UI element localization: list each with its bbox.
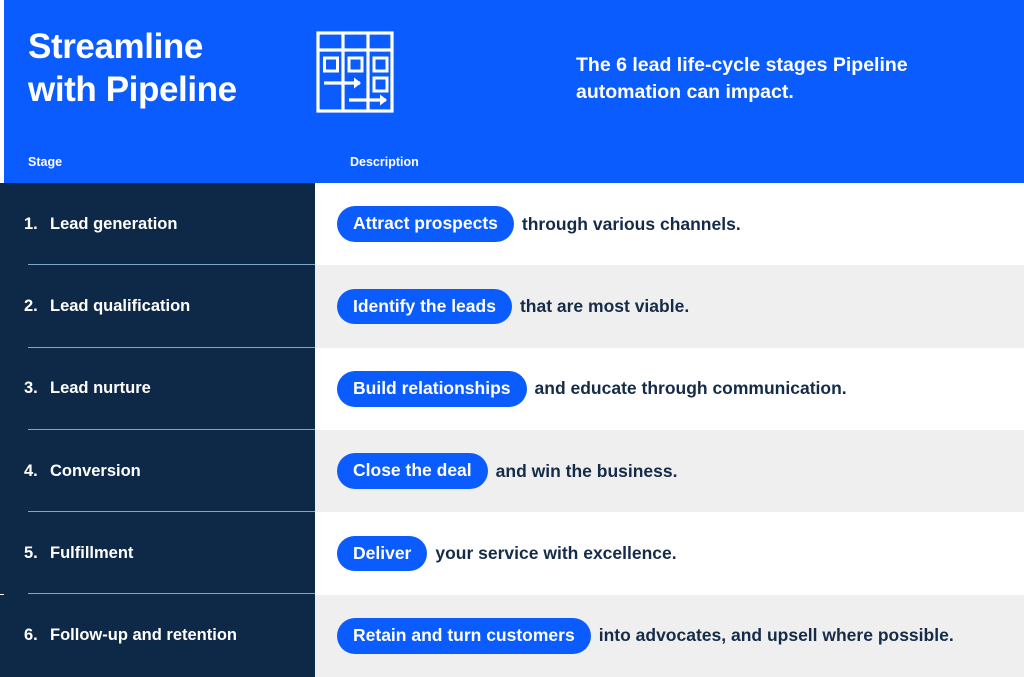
description-text: and win the business. — [495, 460, 678, 481]
stage-number: 5. — [24, 543, 38, 562]
stage-label: Follow-up and retention — [50, 626, 237, 645]
stage-label: Lead qualification — [50, 296, 191, 315]
stage-cell: 4. Conversion — [0, 429, 315, 513]
description-pill: Identify the leads — [337, 288, 512, 325]
description-cell: Deliver your service with excellence. — [315, 512, 1024, 594]
description-cell: Attract prospects through various channe… — [315, 183, 1024, 265]
description-text: and educate through communication. — [534, 378, 847, 399]
stage-number: 4. — [24, 461, 38, 480]
table-row: 2. Lead qualification Identify the leads… — [0, 265, 1024, 348]
stage-cell: 1. Lead generation — [0, 183, 315, 266]
stage-label: Lead generation — [50, 214, 178, 233]
description-text: that are most viable. — [519, 295, 690, 316]
stage-number: 6. — [24, 626, 38, 645]
page-title-line-1: Streamline — [28, 27, 203, 66]
table-row: 6. Follow-up and retention Retain and tu… — [0, 594, 1024, 677]
header-banner: Streamline with Pipeline The 6 lead life… — [4, 0, 1024, 183]
description-pill: Retain and turn customers — [337, 617, 591, 654]
description-cell: Build relationships and educate through … — [315, 348, 1024, 430]
description-pill: Deliver — [337, 535, 428, 572]
stages-table: 1. Lead generation Attract prospects thr… — [0, 183, 1024, 677]
description-pill: Attract prospects — [337, 206, 514, 242]
description-cell: Retain and turn customers into advocates… — [315, 595, 1024, 677]
description-cell: Identify the leads that are most viable. — [315, 265, 1024, 347]
column-header-description: Description — [350, 155, 419, 169]
column-header-stage: Stage — [28, 155, 63, 169]
stage-cell: 3. Lead nurture — [0, 347, 315, 431]
stage-cell: 5. Fulfillment — [0, 512, 315, 595]
stage-label: Lead nurture — [50, 379, 151, 398]
stage-number: 2. — [24, 296, 38, 315]
description-pill: Close the deal — [337, 453, 488, 489]
stage-number: 1. — [24, 214, 38, 233]
description-cell: Close the deal and win the business. — [315, 430, 1024, 512]
table-row: 1. Lead generation Attract prospects thr… — [0, 183, 1024, 266]
stage-cell: 6. Follow-up and retention — [0, 594, 315, 677]
description-text: your service with excellence. — [435, 542, 677, 563]
kanban-board-icon — [315, 30, 395, 114]
header-subtitle: The 6 lead life-cycle stages Pipeline au… — [576, 54, 908, 103]
page-title: Streamline with Pipeline — [28, 26, 298, 111]
stage-label: Conversion — [50, 461, 141, 480]
table-row: 5. Fulfillment Deliver your service with… — [0, 512, 1024, 595]
stage-number: 3. — [24, 379, 38, 398]
page-title-line-2: with Pipeline — [28, 69, 237, 109]
stage-cell: 2. Lead qualification — [0, 265, 315, 348]
stage-label: Fulfillment — [50, 543, 134, 562]
description-text: into advocates, and upsell where possibl… — [598, 625, 954, 646]
table-row: 4. Conversion Close the deal and win the… — [0, 429, 1024, 513]
table-row: 3. Lead nurture Build relationships and … — [0, 347, 1024, 431]
description-text: through various channels. — [521, 213, 741, 234]
description-pill: Build relationships — [337, 370, 527, 407]
